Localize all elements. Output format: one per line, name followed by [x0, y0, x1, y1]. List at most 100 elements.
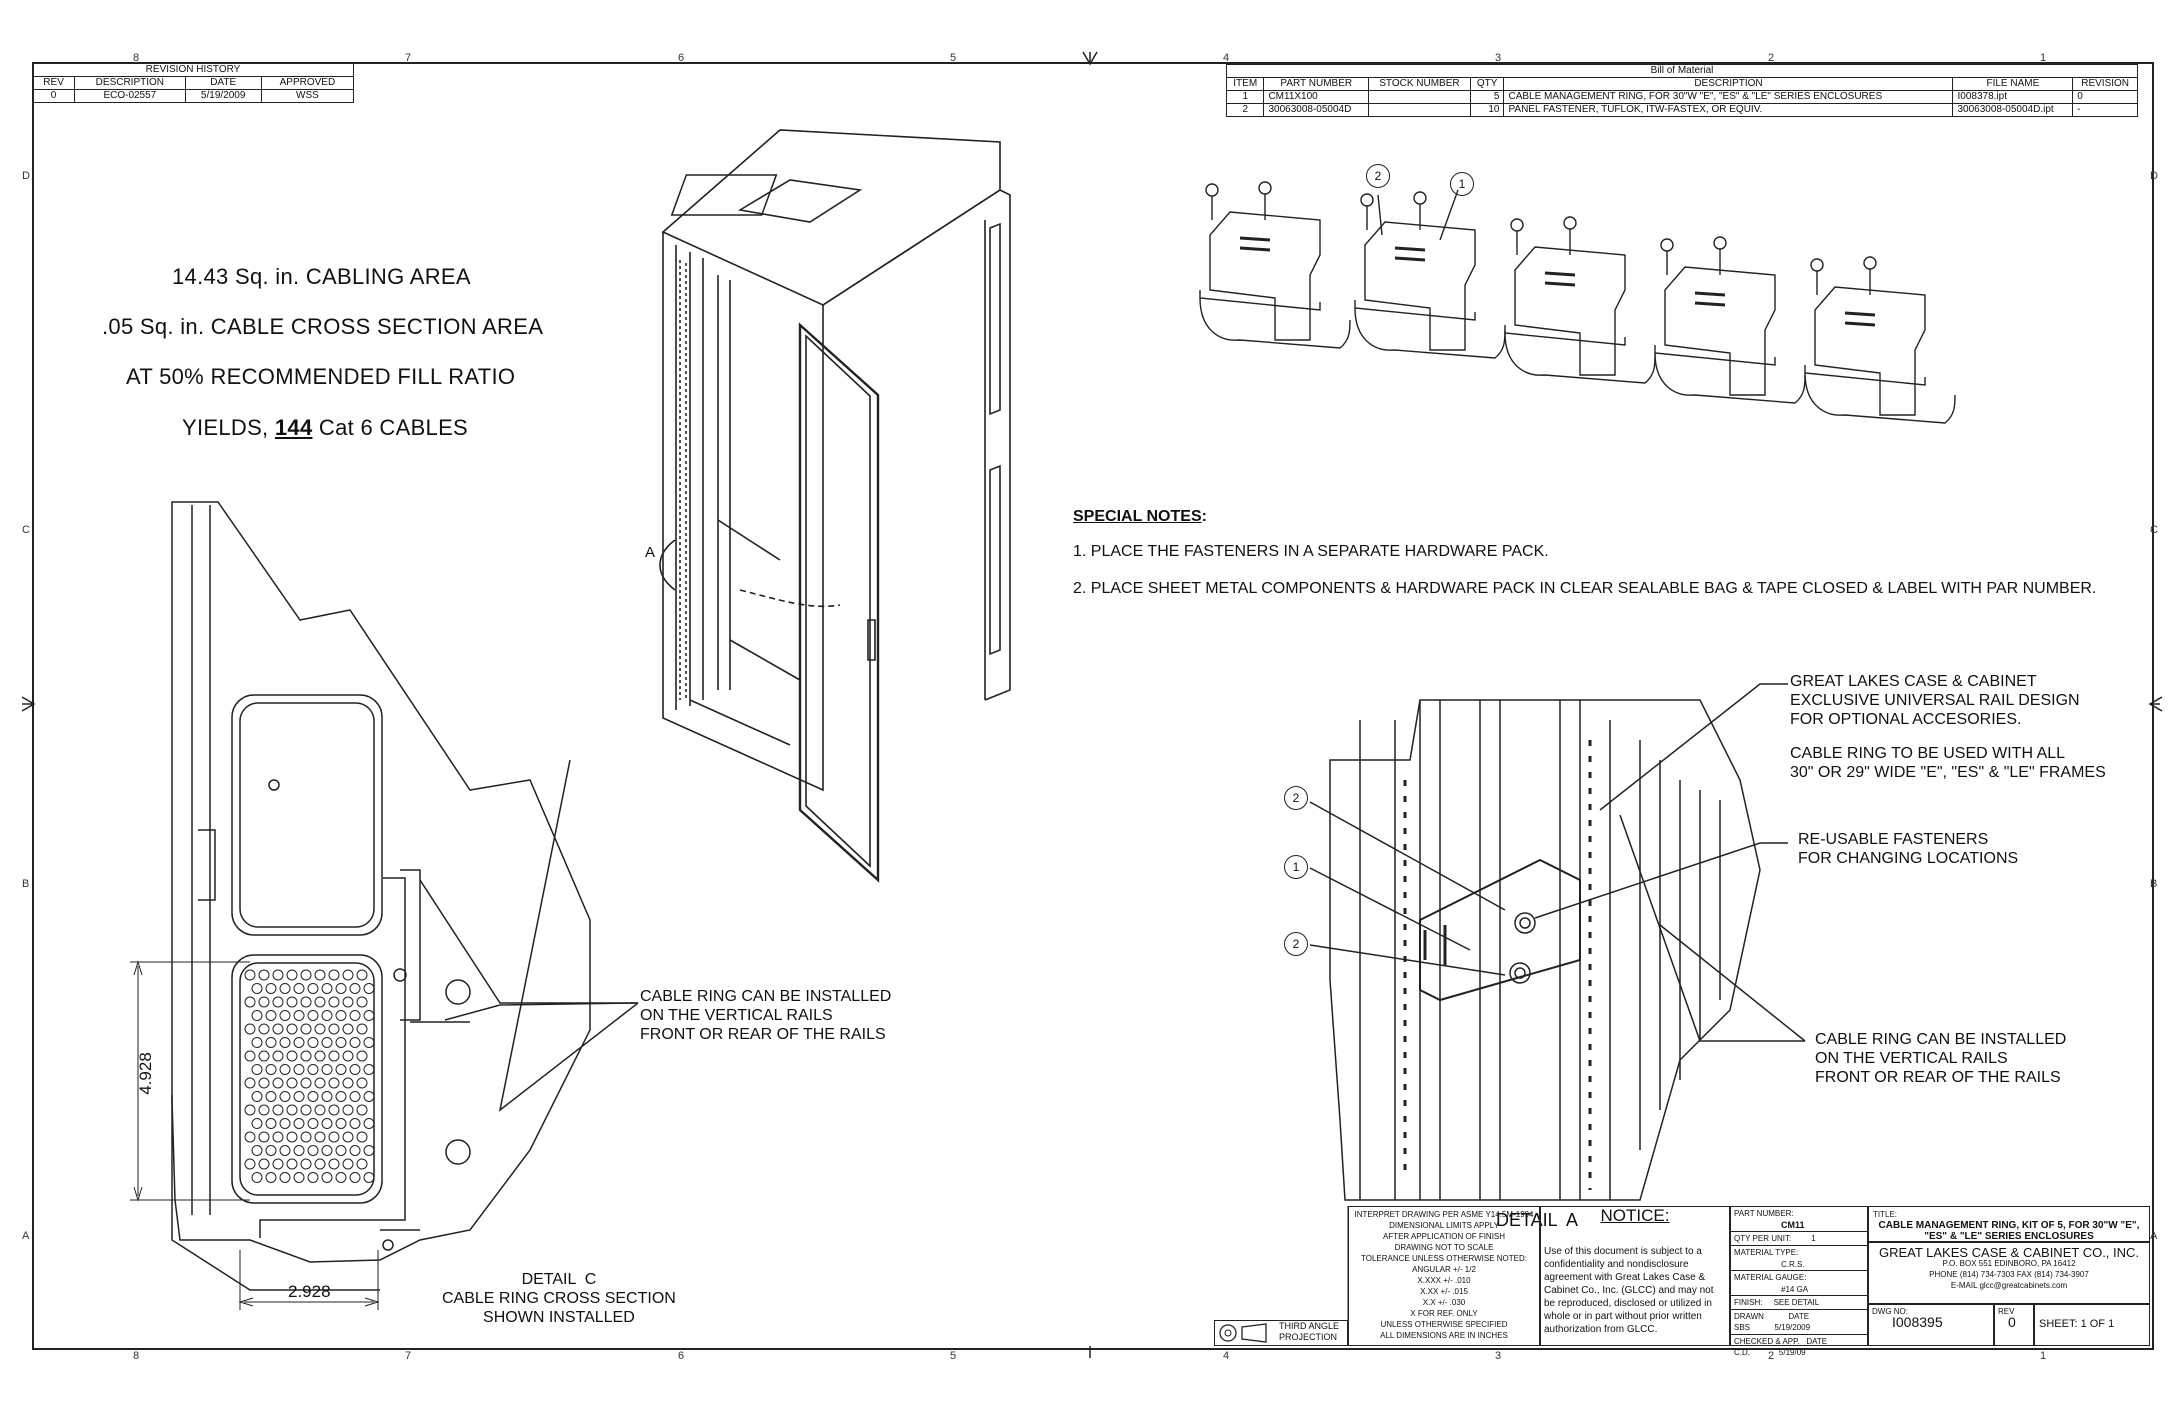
perforation-hole — [244, 1104, 256, 1116]
zone-label: B — [22, 878, 30, 890]
special-notes-heading: SPECIAL NOTES: — [1073, 508, 1207, 525]
zone-label: 7 — [405, 52, 412, 64]
fill-ratio-text: AT 50% RECOMMENDED FILL RATIO — [126, 364, 516, 389]
perforation-hole — [328, 1158, 340, 1170]
table-cell: I008378.ipt — [1952, 90, 2074, 104]
zone-label: D — [22, 170, 30, 182]
perforation-hole — [321, 983, 333, 994]
perforation-hole — [244, 1131, 256, 1143]
zone-label: A — [22, 1230, 30, 1242]
perforation-hole — [251, 1172, 263, 1183]
perforation-hole — [300, 1131, 312, 1143]
perforation-hole — [286, 996, 298, 1008]
perforation-hole — [300, 1104, 312, 1116]
dimension-height: 4.928 — [135, 1052, 155, 1095]
perforation-hole — [342, 1050, 354, 1062]
company-email: E-MAIL glcc@greatcabinets.com — [1950, 1281, 2068, 1290]
perforation-hole — [342, 1023, 354, 1035]
material-gauge-label: MATERIAL GAUGE: — [1731, 1270, 1867, 1284]
perforation-hole — [265, 1037, 277, 1048]
perforation-hole — [363, 1010, 375, 1021]
perforation-hole — [335, 1172, 347, 1183]
perforation-hole — [251, 1118, 263, 1129]
perforation-hole — [251, 983, 263, 994]
perforation-hole — [258, 1158, 270, 1170]
interpret-note: INTERPRET DRAWING PER ASME Y14.5M-1994 — [1354, 1210, 1534, 1219]
perforation-hole — [314, 1104, 326, 1116]
perforation-hole — [300, 969, 312, 981]
perforation-hole — [244, 1077, 256, 1089]
perforation-hole — [307, 983, 319, 994]
perforation-hole — [349, 1037, 361, 1048]
perforation-hole — [314, 1131, 326, 1143]
perforation-hole — [335, 1091, 347, 1102]
perforation-hole — [307, 1064, 319, 1075]
perforation-hole — [356, 1050, 368, 1062]
perforation-hole — [258, 1104, 270, 1116]
perforation-hole — [307, 1172, 319, 1183]
notice-body: Use of this document is subject to a con… — [1544, 1246, 1714, 1335]
zone-label: C — [2150, 524, 2158, 536]
company-block: GREAT LAKES CASE & CABINET CO., INC. P.O… — [1868, 1242, 2150, 1304]
perforation-hole — [335, 1064, 347, 1075]
perforation-hole — [363, 1172, 375, 1183]
cable-cross-section-text: .05 Sq. in. CABLE CROSS SECTION AREA — [102, 314, 544, 339]
perforation-hole — [293, 983, 305, 994]
zone-label: 8 — [133, 1350, 140, 1362]
table-cell — [1368, 90, 1471, 104]
perforation-hole — [321, 1064, 333, 1075]
perforation-hole — [335, 1037, 347, 1048]
perforation-hole — [321, 1145, 333, 1156]
zone-label: 6 — [678, 52, 685, 64]
table-cell: 5/19/2009 — [184, 89, 262, 103]
cable-ring-row — [1199, 181, 1956, 424]
perforation-hole — [342, 1077, 354, 1089]
perforation-hole — [251, 1010, 263, 1021]
zone-label: 7 — [405, 1350, 412, 1362]
perforation-hole — [349, 1010, 361, 1021]
perforation-hole — [279, 1037, 291, 1048]
perforation-hole — [342, 1158, 354, 1170]
perforation-hole — [307, 1037, 319, 1048]
balloon-item-1: 1 — [1284, 855, 1308, 879]
table-cell: 0 — [2072, 90, 2138, 104]
notice-block: NOTICE: Use of this document is subject … — [1540, 1206, 1730, 1346]
perforation-hole — [300, 1023, 312, 1035]
zone-label: A — [2150, 1230, 2158, 1242]
perforation-hole — [265, 983, 277, 994]
part-number-value: CM11 — [1781, 1220, 1805, 1230]
perforation-hole — [293, 1172, 305, 1183]
perforation-hole — [307, 1010, 319, 1021]
perforation-hole — [251, 1037, 263, 1048]
perforation-hole — [356, 1158, 368, 1170]
bom-header: QTY — [1469, 77, 1505, 91]
projection-block: THIRD ANGLE PROJECTION — [1214, 1320, 1348, 1346]
drawing-title-block: TITLE: CABLE MANAGEMENT RING, KIT OF 5, … — [1868, 1206, 2150, 1242]
qty-row: QTY PER UNIT: 1 — [1731, 1231, 1867, 1245]
perforation-hole — [321, 1010, 333, 1021]
perforation-hole — [356, 1077, 368, 1089]
perforation-hole — [314, 1077, 326, 1089]
detail-c — [130, 501, 639, 1310]
perforation-hole — [279, 1064, 291, 1075]
description-header: DESCRIPTION — [74, 76, 186, 90]
perforation-hole — [244, 969, 256, 981]
perforation-hole — [342, 969, 354, 981]
perforation-hole — [258, 969, 270, 981]
perforation-hole — [300, 1158, 312, 1170]
perforation-hole — [279, 983, 291, 994]
perforation-hole — [279, 1145, 291, 1156]
perforation-hole — [363, 983, 375, 994]
perforation-hole — [314, 969, 326, 981]
ring-rails-callout-right: CABLE RING CAN BE INSTALLED ON THE VERTI… — [1815, 1031, 2067, 1086]
perforation-hole — [314, 996, 326, 1008]
perforation-hole — [328, 1023, 340, 1035]
perforation-hole — [314, 1158, 326, 1170]
zone-label: C — [22, 524, 30, 536]
tolerance-xx: X.X +/- .030 — [1422, 1298, 1466, 1307]
perforation-hole — [363, 1091, 375, 1102]
perforation-hole — [265, 1010, 277, 1021]
fasteners-callout: RE-USABLE FASTENERS FOR CHANGING LOCATIO… — [1798, 831, 2019, 867]
